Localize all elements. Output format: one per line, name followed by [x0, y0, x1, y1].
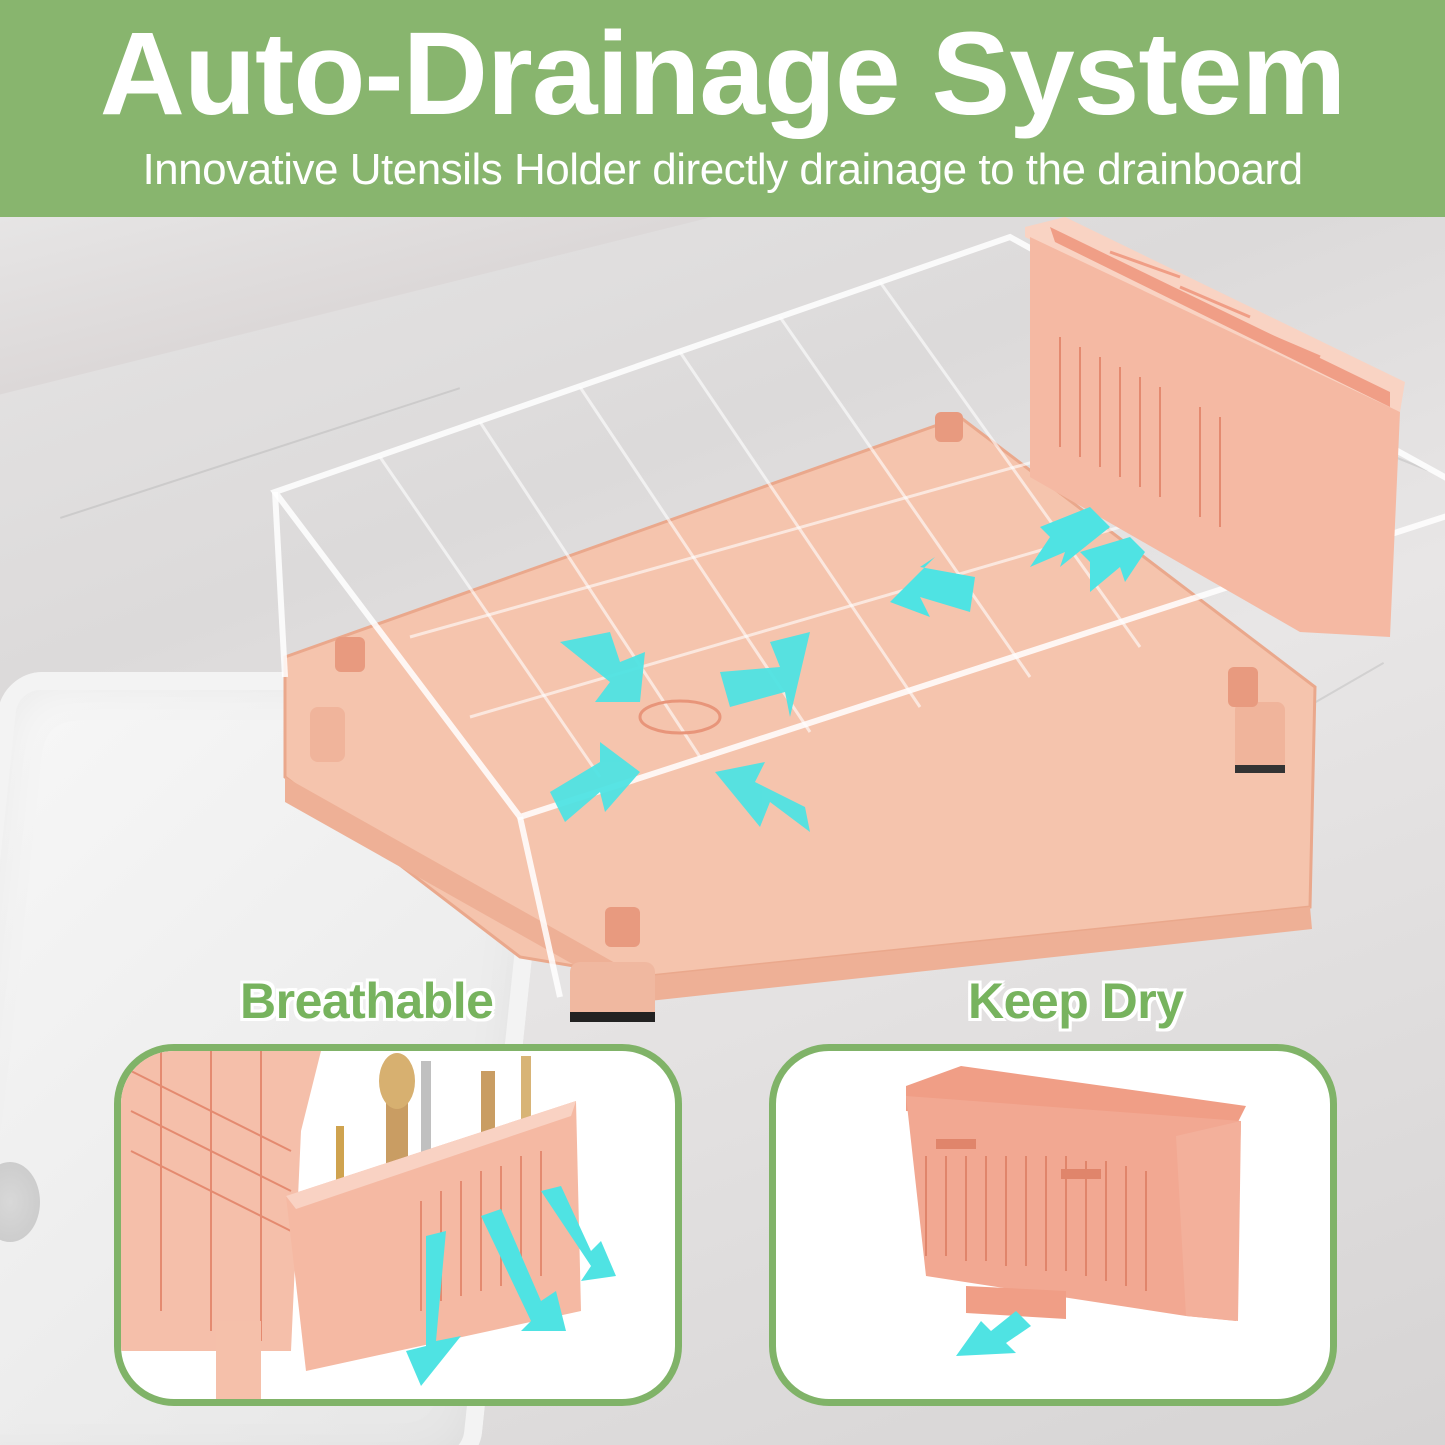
utensil-holder-breathable-image [121, 1051, 616, 1399]
breathable-panel [114, 1044, 682, 1406]
arrow-icon [550, 632, 810, 832]
feature-label-keep-dry: Keep Dry [968, 973, 1184, 1029]
utensil-holder-keep-dry-image [906, 1066, 1246, 1356]
page-subtitle: Innovative Utensils Holder directly drai… [142, 145, 1303, 194]
page-title: Auto-Drainage System [99, 8, 1347, 140]
arrow-icon [890, 507, 1145, 617]
dish-rack-illustration [270, 217, 1445, 1022]
keep-dry-panel [769, 1044, 1337, 1406]
feature-label-breathable: Breathable [240, 973, 494, 1029]
header-banner: Auto-Drainage System Innovative Utensils… [0, 0, 1445, 217]
product-scene: Breathable Keep Dry [0, 217, 1445, 1445]
